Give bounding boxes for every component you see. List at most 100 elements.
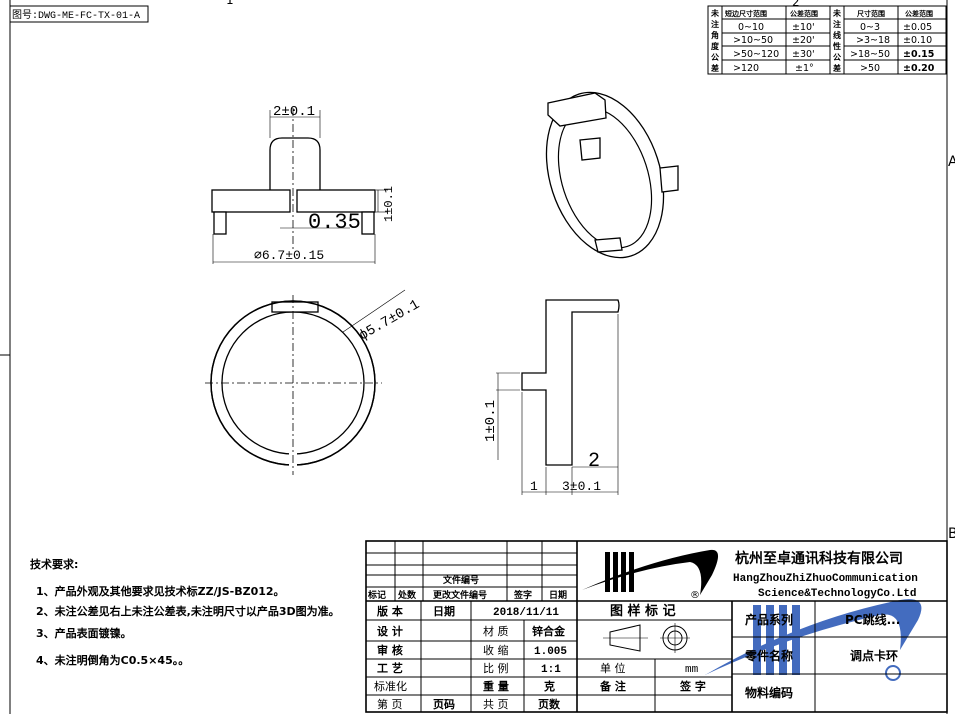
isometric-view <box>545 91 679 259</box>
remark-label: 备 注 <box>599 679 626 693</box>
file-number-label: 文件编号 <box>442 574 479 586</box>
rev-header: 处数 <box>397 589 417 601</box>
unit-label: 单 位 <box>600 661 626 675</box>
tol-cell: ±1° <box>795 63 814 74</box>
angle-label-char: 注 <box>711 19 719 29</box>
linear-label-char: 线 <box>833 30 841 40</box>
version-label: 版 本 <box>377 604 403 618</box>
tol-cell: 0~10 <box>738 22 764 33</box>
drawing-mark-label: 图 样 标 记 <box>610 603 676 619</box>
scale-value: 1:1 <box>541 664 561 676</box>
tol-cell: ±20' <box>792 35 815 46</box>
projection-symbol-icon <box>603 623 690 653</box>
series-value: PC跳线... <box>845 612 900 627</box>
tech-requirements: 技术要求: 1、产品外观及其他要求见技术标ZZ/JS-BZ012。 2、未注公差… <box>30 557 340 667</box>
company-name-cn: 杭州至卓通讯科技有限公司 <box>735 550 903 567</box>
angle-label-char: 角 <box>711 30 719 40</box>
watermark-logo <box>705 599 922 681</box>
side-view: 1±0.1 2 1 3±0.1 <box>483 299 620 495</box>
tol-cell: 0~3 <box>860 22 880 33</box>
drawing-number-box <box>9 5 149 23</box>
total-value: 页数 <box>538 697 561 711</box>
linear-label-char: 性 <box>833 41 841 51</box>
shrink-value: 1.005 <box>534 646 567 658</box>
dim-side-width: 2 <box>588 450 600 473</box>
dim-front-diameter: ⌀6.7±0.15 <box>254 248 324 263</box>
weight-label: 重 量 <box>483 679 509 693</box>
angle-header-tol: 公差范围 <box>790 9 818 18</box>
tech-title: 技术要求: <box>30 557 78 571</box>
linear-header-tol: 公差范围 <box>905 9 933 18</box>
material-value: 锌合金 <box>532 624 566 638</box>
drawing-number: 图号:DWG-ME-FC-TX-01-A <box>12 9 140 22</box>
company-name-en-2: Science&TechnologyCo.Ltd <box>758 588 916 600</box>
process-label: 工 艺 <box>377 661 403 675</box>
linear-label-char: 公 <box>833 53 841 62</box>
dim-side-height: 1±0.1 <box>483 400 499 442</box>
dim-front-gap: 0.35 <box>308 210 361 235</box>
tol-cell: ±0.15 <box>903 49 934 60</box>
company-logo: ® <box>582 549 719 601</box>
page-value: 页码 <box>433 698 455 711</box>
tol-cell: ±0.20 <box>903 63 935 74</box>
zone-marker-1: 1 <box>226 0 234 7</box>
registered-mark: ® <box>690 590 700 601</box>
tol-cell: >18~50 <box>850 49 890 60</box>
tol-cell: ±10' <box>792 22 815 33</box>
tol-cell: >3~18 <box>856 35 890 46</box>
part-name-value: 调点卡环 <box>850 648 898 663</box>
dim-top-diameter: ϕ5.7±0.1 <box>357 297 423 344</box>
linear-label-char: 未 <box>832 8 841 18</box>
shrink-label: 收 缩 <box>483 643 509 657</box>
tol-cell: ±0.10 <box>903 35 932 46</box>
standard-label: 标准化 <box>374 679 407 693</box>
tol-cell: >50 <box>860 63 880 74</box>
dim-front-height: 1±0.1 <box>382 186 396 222</box>
date-label: 日期 <box>433 604 455 618</box>
total-label: 共 页 <box>483 698 509 711</box>
part-name-label: 零件名称 <box>744 648 793 663</box>
tech-item: 3、产品表面镀镍。 <box>36 626 132 640</box>
angle-label-char: 公 <box>711 53 719 62</box>
linear-label-char: 注 <box>833 19 841 29</box>
dim-side-left: 1 <box>530 479 538 494</box>
zone-marker-2: 2 <box>792 0 800 9</box>
angle-header-range: 短边尺寸范围 <box>725 9 767 18</box>
tech-item: 2、未注公差见右上未注公差表,未注明尺寸以产品3D图为准。 <box>36 604 340 618</box>
design-label: 设 计 <box>377 624 403 638</box>
tech-item: 1、产品外观及其他要求见技术标ZZ/JS-BZ012。 <box>36 584 285 598</box>
angle-label-char: 差 <box>710 63 719 73</box>
date-value: 2018/11/11 <box>493 607 559 619</box>
tech-item: 4、未注明倒角为C0.5×45。。 <box>36 653 189 667</box>
linear-label-char: 差 <box>832 63 841 73</box>
weight-value: 克 <box>544 679 555 693</box>
zone-marker-b: B <box>948 526 955 542</box>
front-view: 2±0.1 0.35 1±0.1 ⌀6.7±0.15 <box>211 104 396 264</box>
angle-label-char: 度 <box>711 41 720 51</box>
review-label: 审 核 <box>377 643 403 657</box>
rev-header: 更改文件编号 <box>433 589 487 601</box>
rev-header: 标记 <box>367 589 386 601</box>
linear-header-range: 尺寸范围 <box>856 9 885 18</box>
tol-cell: >50~120 <box>733 49 779 60</box>
sign-label: 签 字 <box>679 679 706 693</box>
angle-label-char: 未 <box>710 8 719 18</box>
scale-label: 比 例 <box>483 661 509 675</box>
rev-header: 日期 <box>549 589 567 601</box>
tol-cell: ±30' <box>792 49 815 60</box>
tol-cell: >10~50 <box>733 35 773 46</box>
dim-front-width: 2±0.1 <box>273 104 315 120</box>
dim-side-bottom: 3±0.1 <box>562 479 601 494</box>
material-label: 材 质 <box>483 624 509 638</box>
company-name-en-1: HangZhouZhiZhuoCommunication <box>733 573 918 585</box>
page-label: 第 页 <box>377 697 403 711</box>
series-label: 产品系列 <box>745 612 793 627</box>
unit-value: mm <box>685 664 699 676</box>
tol-cell: >120 <box>733 63 759 74</box>
top-view: ϕ5.7±0.1 <box>205 289 423 475</box>
zone-marker-a: A <box>948 154 955 170</box>
tol-cell: ±0.05 <box>903 22 932 33</box>
tolerance-table: 未 注 角 度 公 差 未 注 线 性 公 差 短边尺寸范围 公差范围 尺寸范围… <box>707 5 947 75</box>
rev-header: 签字 <box>513 589 532 601</box>
